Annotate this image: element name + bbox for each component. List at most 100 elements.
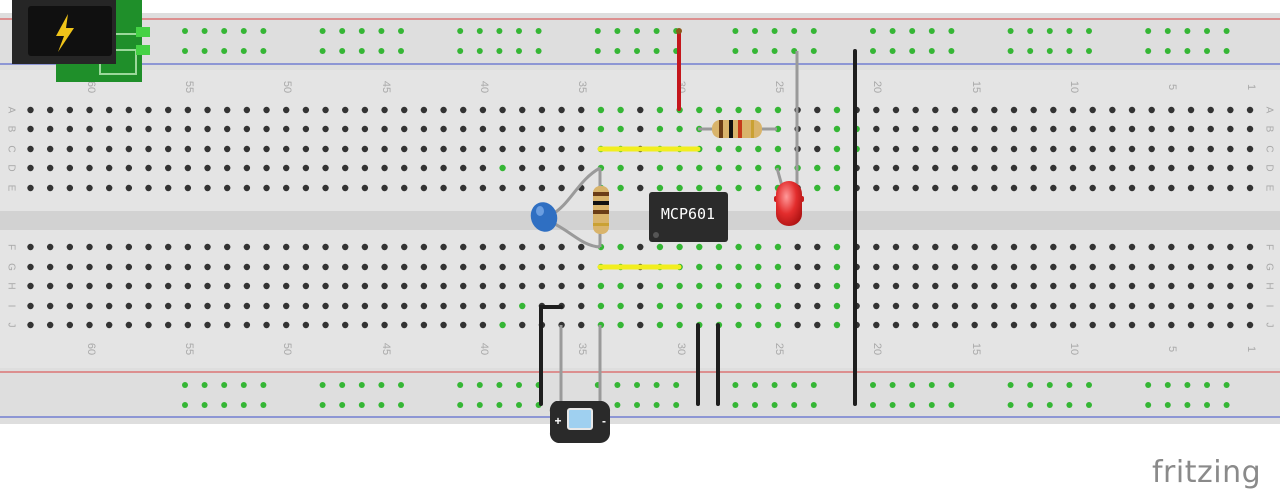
breadboard-hole[interactable] — [578, 145, 585, 153]
breadboard-hole[interactable] — [204, 302, 211, 310]
breadboard-hole[interactable] — [204, 243, 211, 251]
breadboard-hole[interactable] — [1148, 243, 1155, 251]
breadboard-hole[interactable] — [420, 125, 428, 133]
breadboard-hole[interactable] — [243, 184, 251, 192]
breadboard-hole[interactable] — [460, 243, 467, 251]
breadboard-hole[interactable] — [755, 263, 762, 271]
rail-hole[interactable] — [496, 28, 503, 34]
breadboard-hole[interactable] — [735, 302, 742, 310]
breadboard-hole[interactable] — [1128, 184, 1136, 192]
breadboard-hole[interactable] — [656, 243, 664, 251]
breadboard-hole[interactable] — [361, 125, 369, 133]
breadboard-hole[interactable] — [991, 321, 998, 329]
rail-hole[interactable] — [1046, 48, 1053, 54]
breadboard-hole[interactable] — [1207, 184, 1214, 192]
breadboard-hole[interactable] — [1050, 321, 1057, 329]
breadboard-hole[interactable] — [1109, 302, 1116, 310]
breadboard-hole[interactable] — [46, 282, 54, 290]
breadboard-hole[interactable] — [184, 243, 192, 251]
breadboard-hole[interactable] — [342, 125, 349, 133]
breadboard-hole[interactable] — [46, 321, 54, 329]
breadboard-hole[interactable] — [1246, 302, 1254, 310]
breadboard-hole[interactable] — [892, 321, 900, 329]
breadboard-hole[interactable] — [204, 164, 211, 172]
rail-hole[interactable] — [476, 402, 483, 408]
breadboard-hole[interactable] — [1089, 164, 1096, 172]
breadboard-hole[interactable] — [1089, 243, 1096, 251]
breadboard-hole[interactable] — [125, 243, 133, 251]
rail-hole[interactable] — [752, 402, 758, 408]
rail-hole[interactable] — [339, 28, 346, 34]
breadboard-hole[interactable] — [1089, 302, 1096, 310]
breadboard-hole[interactable] — [381, 321, 388, 329]
rail-hole[interactable] — [653, 382, 660, 388]
breadboard-hole[interactable] — [1168, 321, 1175, 329]
breadboard-hole[interactable] — [420, 282, 428, 290]
breadboard-hole[interactable] — [105, 321, 113, 329]
breadboard-hole[interactable] — [145, 243, 152, 251]
breadboard-hole[interactable] — [696, 282, 703, 290]
breadboard-hole[interactable] — [932, 282, 939, 290]
breadboard-hole[interactable] — [27, 145, 34, 153]
breadboard-hole[interactable] — [302, 263, 310, 271]
breadboard-hole[interactable] — [912, 145, 919, 153]
breadboard-hole[interactable] — [381, 282, 388, 290]
breadboard-hole[interactable] — [263, 164, 270, 172]
breadboard-hole[interactable] — [1030, 302, 1037, 310]
rail-hole[interactable] — [260, 382, 267, 388]
breadboard-hole[interactable] — [951, 106, 959, 114]
breadboard-hole[interactable] — [440, 302, 447, 310]
breadboard-hole[interactable] — [814, 263, 821, 271]
breadboard-hole[interactable] — [971, 282, 978, 290]
breadboard-hole[interactable] — [912, 164, 919, 172]
breadboard-hole[interactable] — [735, 106, 742, 114]
breadboard-hole[interactable] — [1168, 125, 1175, 133]
breadboard-hole[interactable] — [243, 243, 251, 251]
breadboard-hole[interactable] — [774, 302, 782, 310]
breadboard-hole[interactable] — [833, 321, 841, 329]
breadboard-hole[interactable] — [342, 321, 349, 329]
breadboard-hole[interactable] — [1227, 321, 1234, 329]
breadboard-hole[interactable] — [499, 243, 506, 251]
rail-hole[interactable] — [653, 48, 660, 54]
breadboard-hole[interactable] — [342, 106, 349, 114]
rail-hole[interactable] — [1184, 402, 1191, 408]
breadboard-hole[interactable] — [1089, 145, 1096, 153]
breadboard-hole[interactable] — [302, 125, 310, 133]
rail-hole[interactable] — [614, 28, 621, 34]
breadboard-hole[interactable] — [951, 243, 959, 251]
breadboard-hole[interactable] — [263, 282, 270, 290]
breadboard-hole[interactable] — [361, 106, 369, 114]
breadboard-hole[interactable] — [361, 184, 369, 192]
breadboard-hole[interactable] — [951, 302, 959, 310]
breadboard-hole[interactable] — [361, 243, 369, 251]
breadboard-hole[interactable] — [932, 302, 939, 310]
breadboard-hole[interactable] — [1030, 263, 1037, 271]
breadboard-hole[interactable] — [912, 125, 919, 133]
breadboard-hole[interactable] — [991, 145, 998, 153]
rail-hole[interactable] — [1184, 382, 1191, 388]
breadboard-hole[interactable] — [715, 184, 723, 192]
breadboard-hole[interactable] — [283, 243, 290, 251]
rail-hole[interactable] — [1184, 48, 1191, 54]
breadboard-hole[interactable] — [86, 263, 93, 271]
rail-hole[interactable] — [457, 382, 464, 388]
rail-hole[interactable] — [1066, 402, 1073, 408]
breadboard-hole[interactable] — [283, 106, 290, 114]
breadboard-hole[interactable] — [1128, 145, 1136, 153]
breadboard-hole[interactable] — [971, 302, 978, 310]
rail-hole[interactable] — [1223, 402, 1230, 408]
rail-hole[interactable] — [516, 28, 522, 34]
breadboard-hole[interactable] — [184, 145, 192, 153]
breadboard-hole[interactable] — [224, 321, 231, 329]
breadboard-hole[interactable] — [814, 164, 821, 172]
breadboard-hole[interactable] — [401, 263, 408, 271]
breadboard-hole[interactable] — [1089, 321, 1096, 329]
rail-hole[interactable] — [673, 402, 680, 408]
breadboard-hole[interactable] — [184, 263, 192, 271]
breadboard-hole[interactable] — [460, 125, 467, 133]
breadboard-hole[interactable] — [243, 321, 251, 329]
rail-hole[interactable] — [928, 402, 935, 408]
breadboard-hole[interactable] — [833, 243, 841, 251]
breadboard-hole[interactable] — [86, 282, 93, 290]
